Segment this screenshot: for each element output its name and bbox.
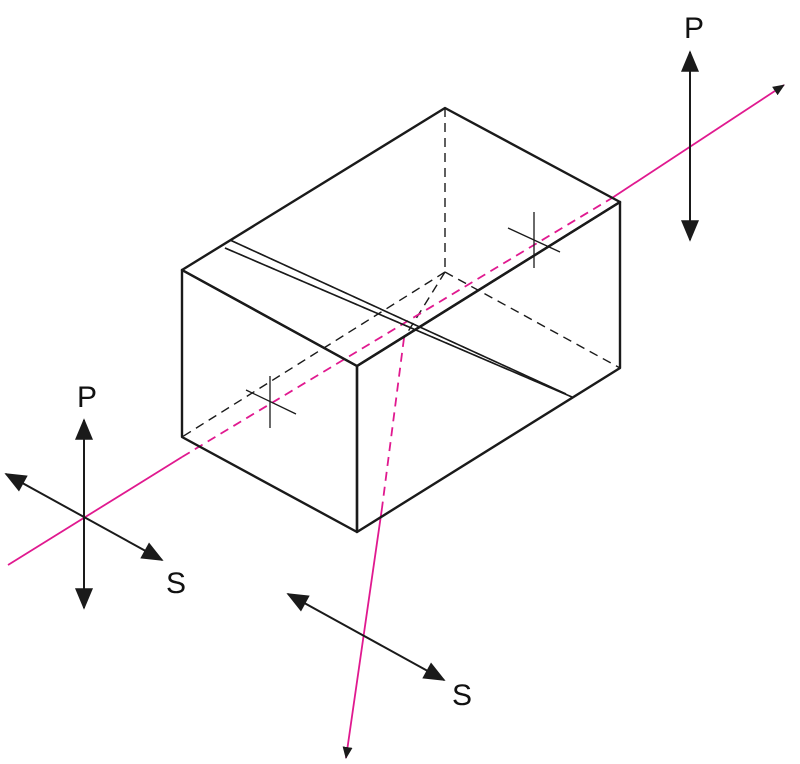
input-s-label: S bbox=[166, 567, 186, 600]
cube-hidden-edges bbox=[181, 108, 621, 438]
output-p-label: P bbox=[684, 12, 704, 45]
hidden-bottom-right-edge bbox=[444, 271, 621, 369]
reflected-s-label: S bbox=[452, 679, 472, 712]
reflected-s-arrow bbox=[286, 593, 446, 681]
beam-path bbox=[7, 84, 785, 759]
hidden-bottom-left-edge bbox=[181, 271, 446, 438]
cube-top-face bbox=[180, 106, 622, 368]
entry-marker-diagonal bbox=[245, 389, 297, 415]
beam-face-markers bbox=[245, 212, 561, 428]
incoming-beam bbox=[7, 456, 183, 566]
interface-line-top bbox=[229, 239, 567, 395]
input-p-label: P bbox=[77, 381, 97, 414]
reflected-beam-inside bbox=[381, 337, 405, 509]
cube-visible-edges bbox=[180, 106, 622, 534]
beam-inside-cube bbox=[181, 197, 613, 458]
input-polarization bbox=[4, 418, 164, 610]
interface-line-bottom bbox=[224, 247, 573, 398]
transmitted-beam bbox=[611, 84, 785, 199]
cube-right-face bbox=[355, 200, 622, 534]
reflected-polarization bbox=[286, 593, 446, 681]
reflected-beam bbox=[342, 507, 383, 759]
input-s-arrow bbox=[4, 473, 164, 561]
exit-marker-diagonal bbox=[507, 227, 561, 253]
